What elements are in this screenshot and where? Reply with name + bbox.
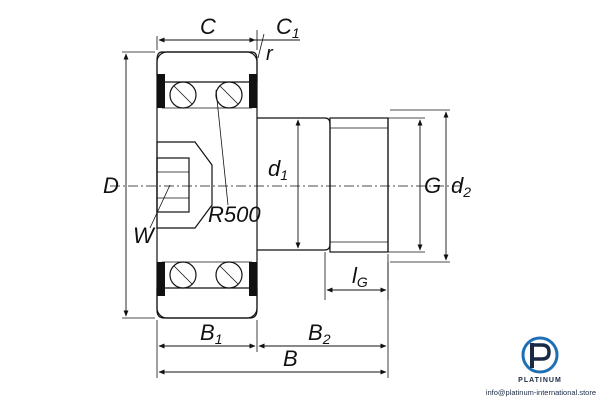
- platinum-watermark: PLATINUM info@platinum-international.sto…: [486, 336, 596, 397]
- label-C1: C1: [276, 14, 300, 41]
- dimension-lines: [122, 30, 450, 378]
- watermark-brand: PLATINUM: [518, 377, 562, 384]
- label-B1: B1: [200, 320, 222, 347]
- label-B: B: [283, 346, 298, 371]
- platinum-logo-icon: [521, 336, 559, 374]
- hex-socket-section: [156, 141, 213, 229]
- label-W: W: [133, 223, 156, 248]
- label-R500: R500: [208, 202, 261, 227]
- label-d2: d2: [451, 173, 471, 200]
- label-G: G: [424, 173, 441, 198]
- rolling-balls: [169, 81, 243, 289]
- label-D: D: [103, 173, 119, 198]
- label-B2: B2: [308, 320, 331, 347]
- label-C: C: [200, 14, 216, 39]
- outer-ring: [156, 51, 258, 319]
- label-d1: d1: [268, 156, 288, 183]
- dimension-labels: C C1 r D W R500 d1 G d2 lG B1 B2 B: [103, 14, 471, 371]
- watermark-contact: info@platinum-international.store: [486, 388, 596, 397]
- label-lG: lG: [352, 263, 368, 290]
- stud-shaft: [257, 117, 389, 253]
- label-r: r: [266, 43, 274, 65]
